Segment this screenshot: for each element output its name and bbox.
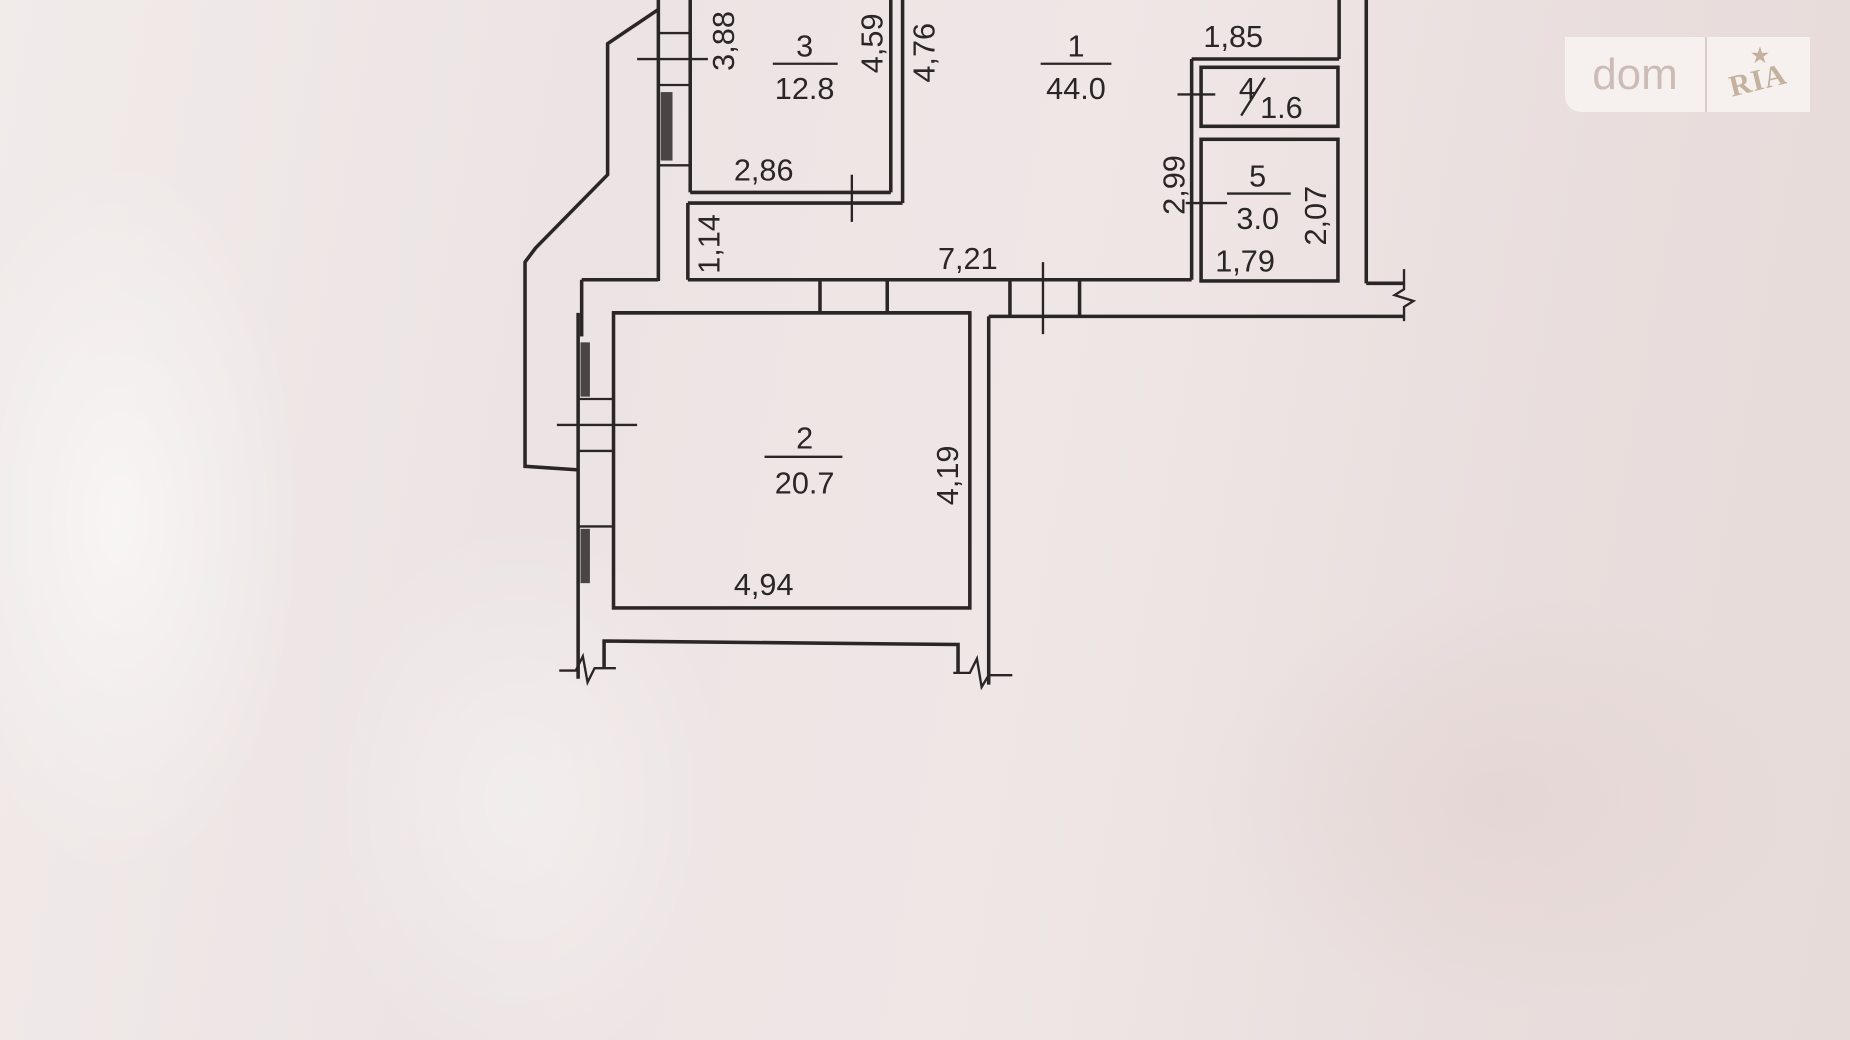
watermark-ria: ★ RIA xyxy=(1707,37,1810,112)
room-4-box xyxy=(1199,65,1340,129)
room-1-label: 1 44.0 xyxy=(1040,29,1112,106)
break-mark xyxy=(1391,269,1417,322)
dim-room5-bottom: 1,79 xyxy=(1215,244,1275,279)
dim-room5-left: 2,99 xyxy=(1157,155,1192,215)
svg-text:44.0: 44.0 xyxy=(1046,71,1106,106)
wall xyxy=(602,639,960,673)
watermark-ria-text: RIA xyxy=(1726,56,1791,104)
svg-text:5: 5 xyxy=(1249,159,1266,194)
domria-watermark: dom ★ RIA xyxy=(1565,37,1810,112)
star-icon: ★ xyxy=(1751,45,1769,67)
svg-text:20.7: 20.7 xyxy=(775,465,835,500)
room-4-label: 4 1.6 xyxy=(1239,71,1303,125)
dim-room3-bottom: 2,86 xyxy=(734,153,794,188)
dim-room5-right: 2,07 xyxy=(1298,186,1333,246)
room-5-box xyxy=(1199,137,1340,283)
dim-room4-top: 1,85 xyxy=(1203,19,1263,54)
window-pane xyxy=(580,528,590,584)
dim-room3-right-outer: 4,76 xyxy=(906,23,941,83)
loggia-outline xyxy=(523,7,660,472)
dim-corridor-length: 7,21 xyxy=(938,241,998,276)
svg-text:12.8: 12.8 xyxy=(775,71,835,106)
svg-text:1: 1 xyxy=(1067,29,1084,64)
svg-text:1.6: 1.6 xyxy=(1260,90,1303,125)
room-2-box xyxy=(611,311,972,610)
break-mark xyxy=(559,652,616,687)
dim-room3-right-inner: 4,59 xyxy=(855,13,890,73)
room-3-label: 3 12.8 xyxy=(772,29,838,106)
dim-room2-right: 4,19 xyxy=(930,446,965,506)
window-pane xyxy=(580,342,590,397)
watermark-divider xyxy=(1705,37,1707,112)
room-5-label: 5 3.0 xyxy=(1227,159,1291,236)
svg-text:3: 3 xyxy=(796,29,813,64)
window-pane xyxy=(660,92,673,161)
dim-room2-bottom: 4,94 xyxy=(734,567,794,602)
watermark-dom: dom xyxy=(1565,37,1705,112)
break-mark xyxy=(953,654,1013,691)
svg-text:2: 2 xyxy=(796,421,813,456)
svg-text:3.0: 3.0 xyxy=(1236,201,1279,236)
svg-text:4: 4 xyxy=(1239,71,1256,106)
room-2-label: 2 20.7 xyxy=(764,421,843,500)
dim-room3-left: 3,88 xyxy=(706,11,741,71)
dim-corridor-height: 1,14 xyxy=(692,214,727,274)
